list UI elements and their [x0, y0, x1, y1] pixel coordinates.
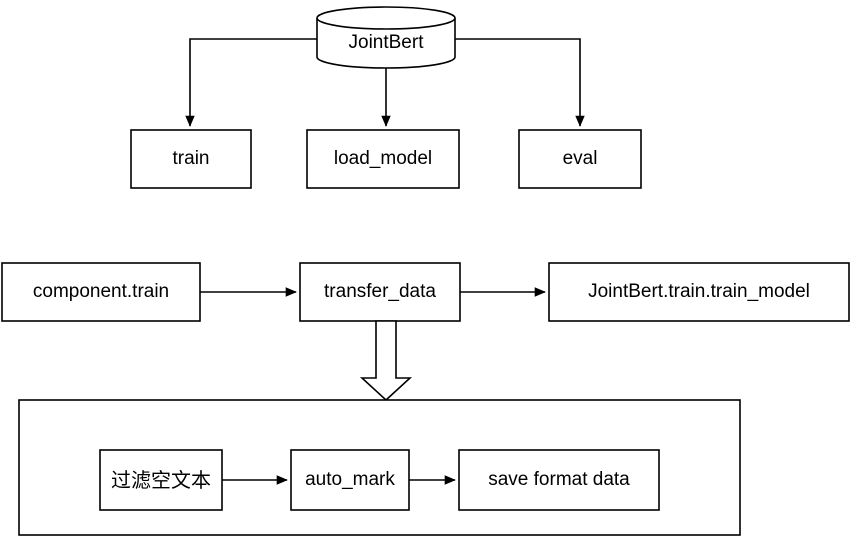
- node-load-model-shape: [306, 129, 460, 189]
- node-save-format-data-shape: [458, 449, 660, 511]
- node-eval-shape: [518, 129, 642, 189]
- node-eval[interactable]: [519, 130, 641, 188]
- node-auto-mark[interactable]: [291, 450, 409, 510]
- node-jointbert-store-shape: [316, 6, 456, 69]
- node-component-train-shape: [1, 262, 201, 322]
- node-transfer-data[interactable]: [300, 263, 460, 321]
- node-filter-empty-text[interactable]: [100, 450, 222, 510]
- node-component-train[interactable]: [2, 263, 200, 321]
- node-jointbert-train-train-model[interactable]: [549, 263, 849, 321]
- edge-jointbert-to-eval: [455, 38, 585, 127]
- node-save-format-data[interactable]: [459, 450, 659, 510]
- edge-jointbert-to-train: [185, 38, 317, 127]
- node-jointbert-train-train-model-shape: [548, 262, 850, 322]
- node-train-shape: [130, 129, 252, 189]
- node-load-model[interactable]: [307, 130, 459, 188]
- node-auto-mark-shape: [290, 449, 410, 511]
- node-train[interactable]: [131, 130, 251, 188]
- node-filter-empty-text-shape: [99, 449, 223, 511]
- edge-transfer-data-to-pipeline-group: [359, 320, 413, 402]
- node-jointbert-store[interactable]: [317, 7, 455, 68]
